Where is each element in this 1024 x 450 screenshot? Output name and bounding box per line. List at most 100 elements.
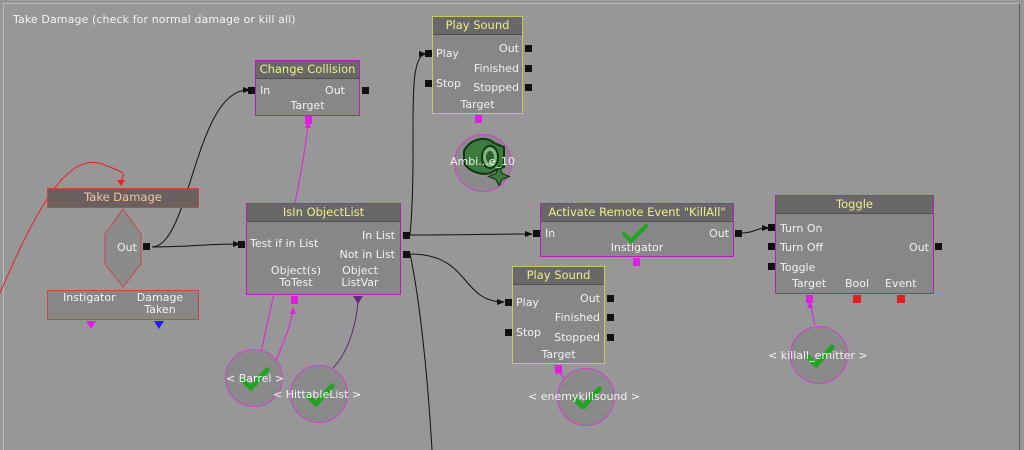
- instigator-label: Instigator: [610, 241, 664, 254]
- isin-in-list-connector[interactable]: [403, 232, 410, 239]
- wire-arrow: [419, 51, 427, 57]
- wire-black: [409, 233, 531, 236]
- take-damage-vars: Instigator Damage Taken: [47, 290, 199, 320]
- hittable-list-variable[interactable]: [290, 365, 348, 423]
- activate-in-connector[interactable]: [533, 230, 540, 237]
- check-icon: [240, 367, 270, 391]
- activate-instigator-connector[interactable]: [633, 258, 640, 266]
- target-label: Target: [541, 348, 576, 361]
- event-hex[interactable]: [104, 208, 142, 288]
- stopped-label: Stopped: [473, 81, 519, 94]
- ambient-sound-variable[interactable]: [454, 134, 512, 192]
- node-title: IsIn ObjectList: [247, 204, 400, 222]
- node-title: Toggle: [776, 196, 933, 214]
- wire-black: [409, 253, 503, 303]
- change-collision-target-connector[interactable]: [305, 116, 312, 124]
- play-sound-node-2[interactable]: Play Sound Play Stop Out Finished Stoppe…: [512, 266, 605, 364]
- ps1-stop-connector[interactable]: [425, 80, 432, 87]
- event-label: Event: [885, 277, 917, 290]
- node-title: Play Sound: [433, 17, 522, 35]
- ps2-play-connector[interactable]: [505, 299, 512, 306]
- toggle-target-connector[interactable]: [806, 295, 813, 303]
- out-label: Out: [709, 227, 729, 240]
- isin-objects-connector[interactable]: [291, 296, 298, 304]
- wire-black: [151, 89, 249, 248]
- wire-arrow: [290, 307, 296, 314]
- instigator-label: Instigator: [63, 291, 116, 304]
- wire-arrow: [117, 180, 125, 186]
- object-listvar-label: Object ListVar: [341, 264, 379, 289]
- barrel-label: < Barrel >: [226, 372, 285, 385]
- wire-arrow: [762, 225, 770, 231]
- stop-label: Stop: [516, 326, 542, 339]
- target-label: Target: [290, 99, 325, 112]
- ps1-stopped-connector[interactable]: [525, 84, 532, 91]
- node-title: Activate Remote Event "KillAll": [541, 204, 733, 222]
- change-collision-in-connector[interactable]: [248, 87, 255, 94]
- in-label: In: [260, 84, 271, 97]
- toggle-event-connector[interactable]: [897, 295, 905, 303]
- comment-text: Take Damage (check for normal damage or …: [13, 13, 296, 26]
- in-list-label: In List: [362, 229, 395, 242]
- toggle-bool-connector[interactable]: [853, 295, 861, 303]
- play-sound-node-1[interactable]: Play Sound Play Stop Out Finished Stoppe…: [432, 16, 523, 114]
- isin-not-in-list-connector[interactable]: [403, 251, 410, 258]
- speaker-icon: [463, 137, 512, 187]
- wire-black: [151, 243, 239, 248]
- ps2-target-connector[interactable]: [555, 365, 562, 373]
- out-label: Out: [580, 292, 600, 305]
- stop-label: Stop: [436, 77, 462, 90]
- change-collision-node[interactable]: Change Collision In Out Target: [255, 60, 360, 116]
- ps1-play-connector[interactable]: [425, 50, 432, 57]
- enemykillsound-variable[interactable]: [557, 368, 615, 426]
- activate-remote-event-node[interactable]: Activate Remote Event "KillAll" In Out I…: [540, 203, 734, 257]
- wire-arrow: [233, 241, 241, 247]
- ps2-stopped-connector[interactable]: [607, 334, 614, 341]
- ps2-finished-connector[interactable]: [607, 314, 614, 321]
- objects-to-test-label: Object(s) ToTest: [270, 264, 322, 289]
- isin-listvar-connector[interactable]: [353, 296, 363, 304]
- bool-label: Bool: [845, 277, 870, 290]
- wire-black: [409, 53, 426, 236]
- ps1-finished-connector[interactable]: [525, 65, 532, 72]
- in-label: In: [545, 227, 556, 240]
- hittable-list-label: < HittableList >: [273, 388, 362, 401]
- take-damage-header[interactable]: Take Damage: [47, 188, 199, 208]
- wire-arrow: [243, 87, 251, 93]
- ps1-out-connector[interactable]: [525, 45, 532, 52]
- wire-arrow: [525, 231, 533, 237]
- finished-label: Finished: [473, 62, 519, 75]
- wire-red: [0, 161, 124, 294]
- out-connector[interactable]: [143, 243, 150, 250]
- change-collision-out-connector[interactable]: [362, 87, 369, 94]
- check-icon: [305, 383, 335, 407]
- check-icon: [622, 224, 648, 243]
- finished-label: Finished: [554, 311, 600, 324]
- instigator-connector[interactable]: [86, 321, 96, 329]
- node-title: Take Damage: [48, 189, 198, 207]
- damage-taken-connector[interactable]: [154, 321, 164, 329]
- ps2-stop-connector[interactable]: [505, 329, 512, 336]
- barrel-variable[interactable]: [225, 349, 283, 407]
- stopped-label: Stopped: [554, 331, 600, 344]
- killall-emitter-variable[interactable]: [790, 326, 848, 384]
- ps1-target-connector[interactable]: [475, 115, 482, 123]
- toggle-label: Toggle: [780, 261, 816, 274]
- toggle-node[interactable]: Toggle Turn On Turn Off Toggle Out Targe…: [775, 195, 934, 294]
- target-label: Target: [460, 98, 495, 111]
- isin-test-connector[interactable]: [238, 241, 245, 248]
- toggle-turn-on-connector[interactable]: [768, 224, 775, 231]
- toggle-toggle-connector[interactable]: [768, 263, 775, 270]
- out-label: Out: [325, 84, 345, 97]
- out-label: Out: [117, 241, 137, 254]
- isin-objectlist-node[interactable]: IsIn ObjectList Test if in List In List …: [246, 203, 401, 295]
- test-label: Test if in List: [250, 237, 319, 250]
- killall-emitter-label: < killall_emitter >: [768, 349, 868, 362]
- play-label: Play: [436, 47, 459, 60]
- wire-purple: [332, 299, 359, 369]
- ps2-out-connector[interactable]: [607, 295, 614, 302]
- activate-out-connector[interactable]: [735, 230, 742, 237]
- toggle-turn-off-connector[interactable]: [768, 243, 775, 250]
- toggle-out-connector[interactable]: [935, 243, 942, 250]
